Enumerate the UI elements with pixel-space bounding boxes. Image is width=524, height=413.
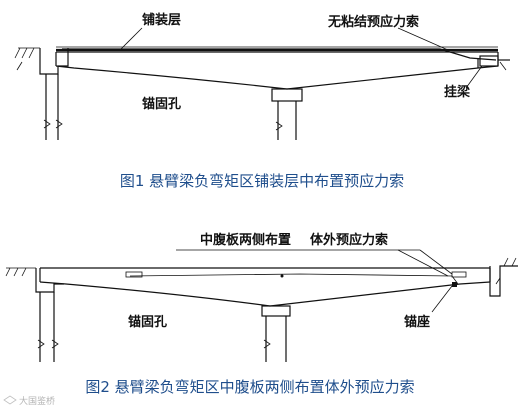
fig2-label-anchor-hole: 锚固孔 (128, 314, 167, 330)
fig1-leader-pavement (119, 27, 143, 51)
watermark: 大国鉴桥 (3, 395, 55, 407)
fig1-left-pier (43, 74, 63, 140)
fig2-leader-web (419, 249, 453, 275)
fig2-left-pier (37, 292, 59, 362)
fig1-center-pier (271, 88, 303, 140)
fig2-label-web-sides: 中腹板两侧布置 (200, 232, 291, 248)
fig2-anchor-block (452, 282, 457, 287)
fig1-pavement-layer (56, 46, 498, 52)
fig2-center-pier (261, 305, 291, 362)
fig2-label-external-tendon: 体外预应力索 (310, 232, 388, 248)
watermark-text: 大国鉴桥 (19, 395, 55, 407)
fig1-label-unbonded-tendon: 无粘结预应力索 (327, 14, 419, 30)
fig1-leader-hanging-beam (465, 65, 483, 89)
fig1-girder (55, 51, 499, 90)
fig1-label-pavement: 铺装层 (142, 12, 181, 28)
fig2-leader-anchor-block (431, 285, 453, 313)
fig1-caption: 图1 悬臂梁负弯矩区铺装层中布置预应力索 (120, 172, 404, 190)
fig1-left-ground (14, 47, 40, 71)
fig1-label-hanging-beam: 挂梁 (444, 84, 471, 100)
figure1: 铺装层 无粘结预应力索 锚固孔 挂梁 图1 悬臂梁负弯矩区铺装层中布置预应力索 (14, 12, 510, 190)
fig1-leader-tendon (397, 27, 449, 51)
fig2-tendon-dot (280, 274, 284, 278)
fig2-anchor-left (125, 271, 143, 278)
fig2-leader-tendon (397, 249, 449, 277)
fig2-external-tendon (129, 273, 459, 285)
fig1-left-abutment-cap (39, 48, 69, 75)
fig2-right-abutment (489, 257, 518, 297)
fig2-label-anchor-block: 锚座 (404, 314, 430, 330)
fig1-unbonded-tendon (62, 48, 497, 61)
fig2-anchor-right (451, 271, 467, 278)
fig2-girder (39, 267, 491, 307)
figure2: 中腹板两侧布置 体外预应力索 锚固孔 锚座 图2 悬臂梁负弯矩区中腹板两侧布置体… (5, 232, 518, 396)
watermark-logo-icon (3, 395, 17, 405)
fig2-caption: 图2 悬臂梁负弯矩区中腹板两侧布置体外预应力索 (85, 378, 414, 396)
fig2-left-ground (5, 267, 36, 277)
fig1-right-support (479, 55, 510, 71)
fig1-label-anchor-hole: 锚固孔 (142, 96, 181, 112)
